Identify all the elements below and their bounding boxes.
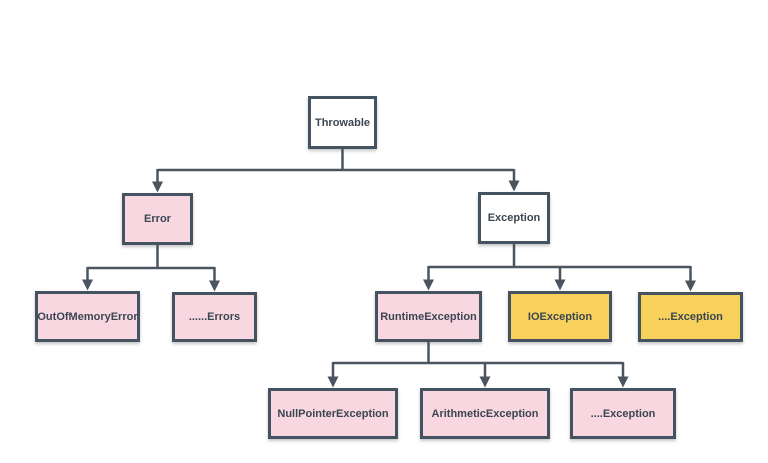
node-label-arithmetic-exception: ArithmeticException: [431, 407, 539, 420]
node-label-runtime-exception: RuntimeException: [380, 310, 477, 323]
node-exception-more: ....Exception: [638, 292, 743, 342]
node-throwable: Throwable: [308, 96, 377, 149]
node-label-error: Error: [144, 213, 171, 225]
node-label-exception-more: ....Exception: [658, 311, 723, 323]
node-arithmetic-exception: ArithmeticException: [420, 388, 550, 439]
node-label-throwable: Throwable: [314, 116, 370, 129]
node-errors-more: ......Errors: [172, 292, 257, 342]
node-null-pointer-exception: NullPointerException: [268, 388, 398, 439]
node-label-out-of-memory-error: OutOfMemoryError: [37, 310, 138, 323]
node-label-errors-more: ......Errors: [188, 311, 241, 323]
node-io-exception: IOException: [508, 291, 612, 342]
node-exception: Exception: [478, 192, 550, 244]
node-label-runtime-exception-more: ....Exception: [590, 407, 656, 420]
node-runtime-exception-more: ....Exception: [570, 388, 676, 439]
node-runtime-exception: RuntimeException: [375, 291, 482, 342]
node-out-of-memory-error: OutOfMemoryError: [35, 291, 140, 342]
node-error: Error: [122, 193, 193, 245]
node-label-null-pointer-exception: NullPointerException: [277, 407, 389, 420]
node-label-io-exception: IOException: [527, 310, 593, 323]
node-label-exception: Exception: [487, 212, 541, 224]
